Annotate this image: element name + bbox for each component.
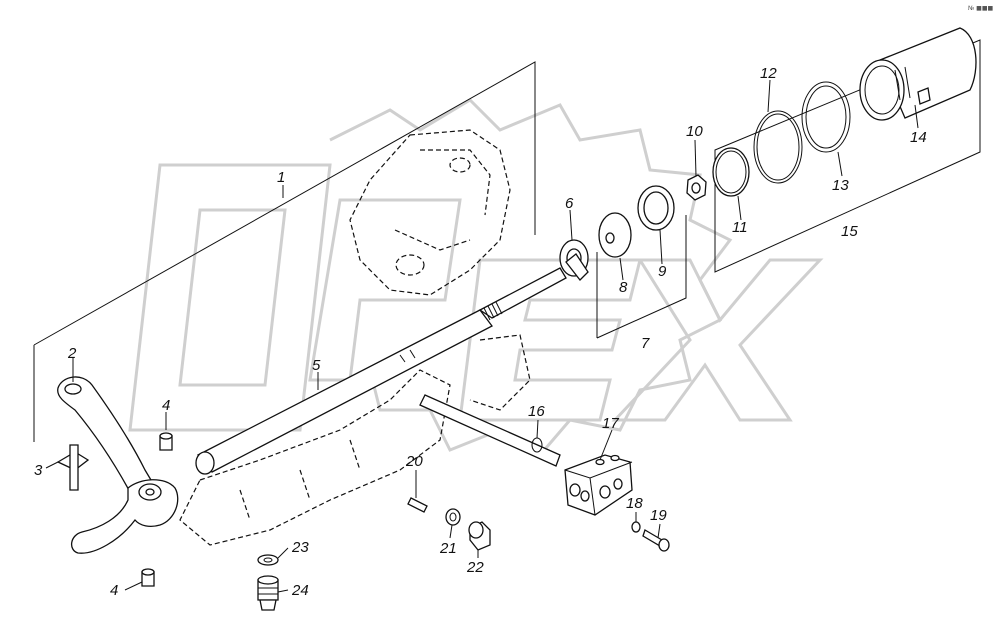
pin-part-20 [407,497,428,513]
label-part-17: 17 [602,415,619,432]
label-part-6: 6 [565,195,574,212]
group-7-bracket [596,215,687,339]
piston-part-14 [859,27,977,121]
set-screw-upper [159,432,173,451]
label-part-8: 8 [619,279,628,296]
set-screw-lower [141,568,155,587]
ring-part-13 [801,81,851,153]
label-part-4-upper: 4 [162,397,170,414]
label-part-1: 1 [277,169,285,186]
label-part-12: 12 [760,65,777,82]
label-part-4-lower: 4 [110,582,118,599]
housing-outline [179,129,531,546]
plug-part-22 [468,521,491,551]
label-part-16: 16 [528,403,545,420]
secondary-shaft [419,394,561,467]
label-part-5: 5 [312,357,321,374]
label-part-7: 7 [641,335,650,352]
fitting-part-24 [257,575,279,611]
washer-part-23 [257,554,279,566]
corner-mark: № ■■■ [968,5,993,12]
shift-fork [57,376,179,554]
label-part-22: 22 [466,559,484,576]
nut-part-10 [686,174,707,201]
o-ring-part-11 [712,147,750,197]
label-part-18: 18 [626,495,643,512]
key-part-3 [56,444,90,491]
label-part-24: 24 [291,582,309,599]
group-15-bracket [714,39,981,273]
seal-part-9 [637,185,675,231]
label-part-14: 14 [910,129,927,146]
valve-block-part-17 [564,454,633,516]
snap-ring-part-12 [753,110,803,184]
leader-lines [45,79,919,593]
label-part-11: 11 [732,219,748,236]
washer-part-21 [445,508,461,526]
washer-part-8 [598,212,632,258]
bolt-part-19 [642,529,670,552]
label-part-13: 13 [832,177,849,194]
label-part-9: 9 [658,263,667,280]
group-1-bracket [33,61,536,442]
label-part-19: 19 [650,507,667,524]
label-part-20: 20 [405,453,423,470]
label-part-10: 10 [686,123,703,140]
label-part-15: 15 [841,223,858,240]
label-part-3: 3 [34,462,43,479]
label-part-21: 21 [439,540,457,557]
bushing-part-6 [559,239,589,281]
washer-part-18 [631,521,641,533]
label-part-23: 23 [291,539,309,556]
shaft [195,267,567,475]
label-part-2: 2 [67,345,77,362]
